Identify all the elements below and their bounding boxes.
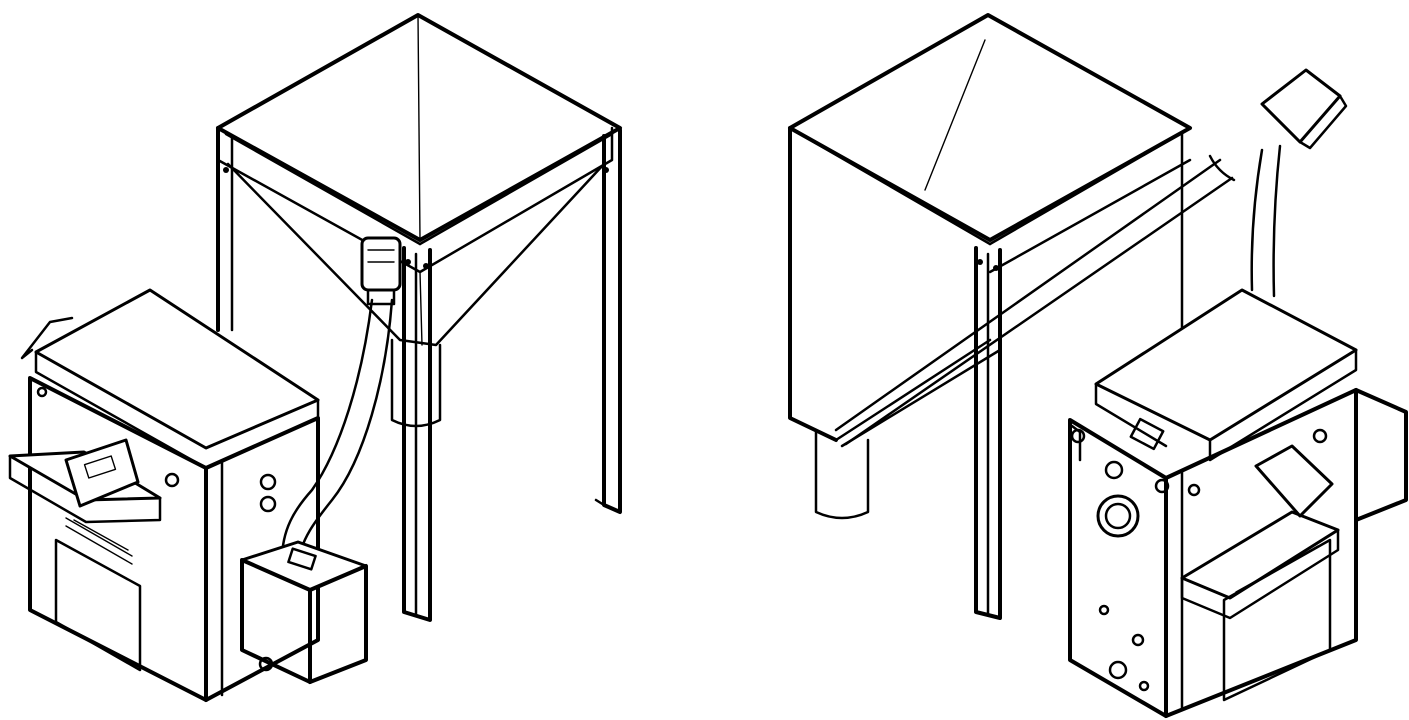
left-vacuum-head	[360, 236, 402, 292]
right-silo	[788, 13, 1192, 620]
left-silo-legs	[216, 126, 622, 622]
left-silo	[216, 13, 622, 622]
right-boiler-top	[1094, 288, 1358, 442]
right-control-display	[1254, 444, 1334, 518]
right-control-shelf	[1180, 510, 1340, 600]
left-boiler	[8, 288, 368, 702]
left-feed-hose	[280, 236, 402, 567]
left-view	[8, 13, 622, 702]
left-boiler-top	[34, 288, 320, 450]
right-silo-top-rim	[788, 13, 1192, 242]
right-boiler-door	[1222, 538, 1332, 702]
right-view	[788, 13, 1408, 718]
right-auger-tube	[834, 68, 1348, 446]
right-boiler	[1068, 288, 1408, 718]
left-silo-funnel	[226, 162, 606, 347]
right-silo-outlet	[814, 428, 870, 520]
right-boiler-gauge	[1096, 494, 1140, 538]
left-boiler-door	[54, 538, 142, 672]
right-auger-motor	[1260, 68, 1342, 144]
